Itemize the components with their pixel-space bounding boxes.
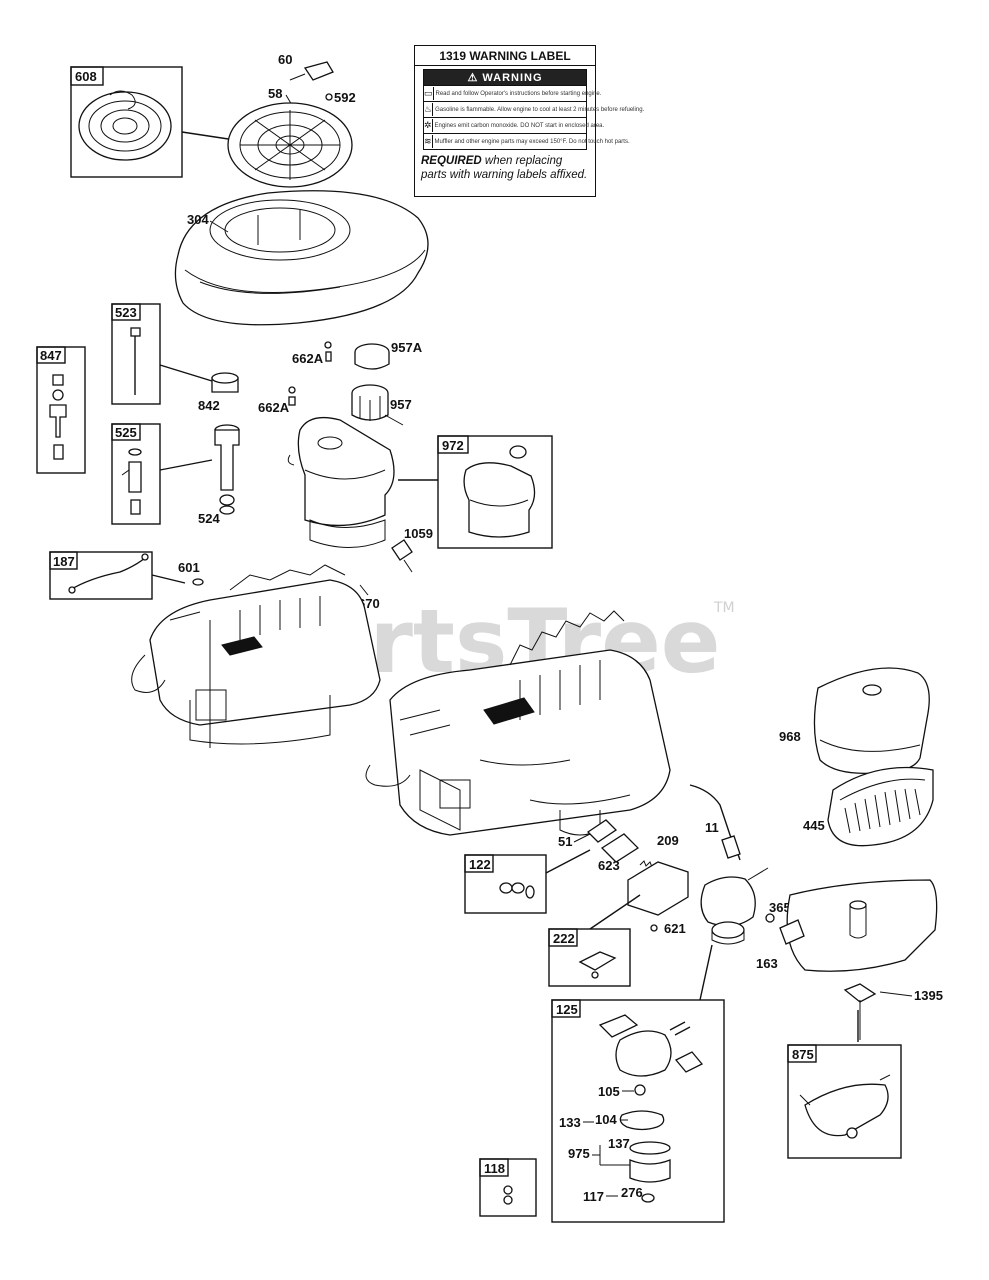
box-label-118: 118 bbox=[484, 1161, 505, 1176]
box-label-875: 875 bbox=[792, 1047, 814, 1062]
warning-row: ▭ Read and follow Operator's instruction… bbox=[424, 85, 601, 101]
required-rest: when replacing parts with warning labels… bbox=[421, 155, 588, 181]
label-117: 117 bbox=[583, 1189, 604, 1204]
label-524: 524 bbox=[198, 511, 220, 526]
box-label-122: 122 bbox=[469, 857, 491, 872]
label-1059: 1059 bbox=[404, 526, 433, 541]
label-209: 209 bbox=[657, 833, 679, 848]
label-842: 842 bbox=[198, 398, 220, 413]
label-957: 957 bbox=[390, 397, 412, 412]
part-11-breather-tube[interactable] bbox=[689, 784, 741, 861]
label-105: 105 bbox=[598, 1084, 620, 1099]
label-662a-lower: 662A bbox=[258, 400, 290, 415]
label-592: 592 bbox=[334, 90, 356, 105]
label-445: 445 bbox=[803, 818, 825, 833]
label-60: 60 bbox=[278, 52, 292, 67]
warning-row-text: Gasoline is flammable. Allow engine to c… bbox=[435, 106, 645, 113]
warning-label-decal: ⚠ WARNING ▭ Read and follow Operator's i… bbox=[423, 69, 644, 150]
watermark-trademark: TM bbox=[713, 600, 735, 616]
part-222-box[interactable]: 222 bbox=[548, 928, 631, 987]
label-163: 163 bbox=[756, 956, 778, 971]
part-662a-upper[interactable] bbox=[324, 341, 332, 362]
label-304: 304 bbox=[187, 212, 209, 227]
box-label-525: 525 bbox=[115, 425, 137, 440]
box-label-608: 608 bbox=[75, 69, 97, 84]
label-276: 276 bbox=[621, 1185, 643, 1200]
part-engine-block-main[interactable] bbox=[365, 610, 671, 836]
label-968: 968 bbox=[779, 729, 801, 744]
box-label-125: 125 bbox=[556, 1002, 578, 1017]
part-968-air-cleaner-cover[interactable] bbox=[813, 667, 930, 774]
part-187-box[interactable]: 187 bbox=[49, 551, 153, 600]
label-1395: 1395 bbox=[914, 988, 943, 1003]
part-163-base[interactable] bbox=[779, 879, 938, 1040]
label-601: 601 bbox=[178, 560, 200, 575]
part-1059-clip[interactable] bbox=[391, 539, 413, 573]
label-621: 621 bbox=[664, 921, 686, 936]
part-847-box[interactable]: 847 bbox=[36, 346, 86, 474]
part-972-box[interactable]: 972 bbox=[437, 435, 553, 549]
warning-label-card: 1319 WARNING LABEL ⚠ WARNING ▭ Read and … bbox=[414, 45, 644, 197]
part-592-screw[interactable] bbox=[325, 93, 333, 101]
part-122-box[interactable]: 122 bbox=[464, 854, 547, 914]
part-125-box[interactable]: 125 bbox=[551, 999, 725, 1223]
part-60-rope-handle[interactable] bbox=[289, 61, 334, 81]
part-524-tube[interactable] bbox=[214, 424, 240, 515]
warning-row-text: Read and follow Operator's instructions … bbox=[435, 90, 602, 97]
part-608-box[interactable]: 608 bbox=[70, 66, 183, 178]
warning-row: ≋ Muffler and other engine parts may exc… bbox=[424, 133, 630, 149]
label-365: 365 bbox=[769, 900, 791, 915]
part-623-insulator[interactable] bbox=[600, 833, 640, 863]
part-842-cap[interactable] bbox=[211, 372, 239, 393]
label-623: 623 bbox=[598, 858, 620, 873]
part-fuel-tank[interactable] bbox=[287, 416, 395, 548]
label-58: 58 bbox=[268, 86, 282, 101]
part-525-box[interactable]: 525 bbox=[111, 423, 161, 525]
label-51: 51 bbox=[558, 834, 572, 849]
hot-surface-icon: ≋ bbox=[424, 135, 433, 148]
warning-required-note: REQUIRED when replacing parts with warni… bbox=[421, 154, 589, 182]
box-label-187: 187 bbox=[53, 554, 75, 569]
warning-row: ✲ Engines emit carbon monoxide. DO NOT s… bbox=[424, 117, 604, 133]
label-137: 137 bbox=[608, 1136, 630, 1151]
warning-header-text: WARNING bbox=[482, 72, 543, 84]
warning-label-title: 1319 WARNING LABEL bbox=[415, 46, 595, 66]
label-662a-upper: 662A bbox=[292, 351, 324, 366]
label-957a: 957A bbox=[391, 340, 423, 355]
part-51-gasket[interactable] bbox=[586, 819, 618, 843]
label-133: 133 bbox=[559, 1115, 581, 1130]
fumes-icon: ✲ bbox=[424, 119, 433, 132]
label-11: 11 bbox=[705, 820, 719, 835]
part-875-box[interactable]: 875 bbox=[787, 1044, 902, 1159]
part-662a-lower[interactable] bbox=[288, 386, 296, 406]
part-957-screen[interactable] bbox=[351, 384, 404, 426]
warning-row: ♨ Gasoline is flammable. Allow engine to… bbox=[424, 101, 644, 117]
label-975: 975 bbox=[568, 1146, 590, 1161]
warning-row-text: Muffler and other engine parts may excee… bbox=[434, 138, 630, 145]
box-label-847: 847 bbox=[40, 348, 62, 363]
label-104: 104 bbox=[595, 1112, 617, 1127]
part-523-box[interactable]: 523 bbox=[111, 303, 161, 405]
required-bold: REQUIRED bbox=[421, 155, 482, 167]
box-label-972: 972 bbox=[442, 438, 464, 453]
part-445-air-filter[interactable] bbox=[827, 766, 934, 847]
box-label-523: 523 bbox=[115, 305, 137, 320]
manual-icon: ▭ bbox=[424, 87, 434, 100]
warning-header: ⚠ WARNING bbox=[424, 70, 586, 85]
part-engine-block-left[interactable] bbox=[131, 564, 381, 748]
fire-icon: ♨ bbox=[424, 103, 434, 116]
warning-row-text: Engines emit carbon monoxide. DO NOT sta… bbox=[434, 122, 605, 129]
part-58-starter-pulley[interactable] bbox=[227, 102, 353, 188]
part-957a-filter[interactable] bbox=[354, 343, 390, 370]
box-label-222: 222 bbox=[553, 931, 575, 946]
part-carburetor-assembly[interactable] bbox=[627, 861, 775, 945]
part-118-box[interactable]: 118 bbox=[479, 1158, 537, 1217]
part-304-blower-housing[interactable] bbox=[174, 190, 429, 326]
part-601-clamp[interactable] bbox=[192, 578, 204, 586]
